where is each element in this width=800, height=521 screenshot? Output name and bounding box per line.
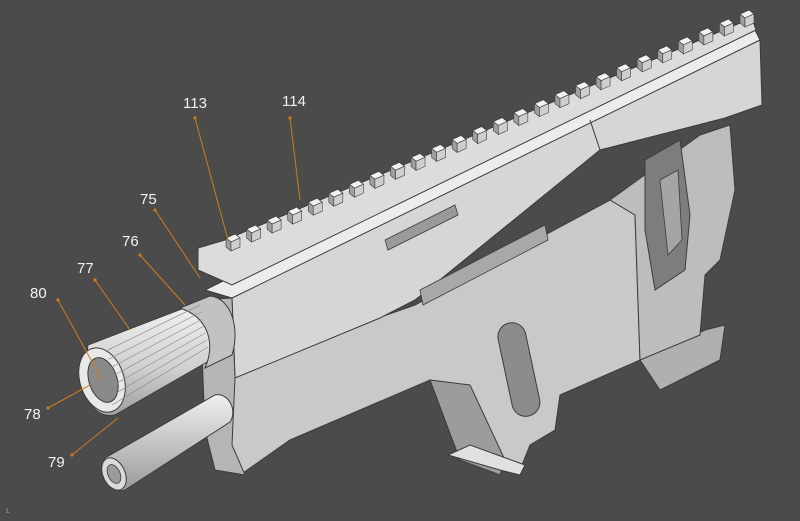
barrel-rib-line [109, 325, 205, 378]
leader-75 [154, 209, 201, 279]
callout-label-78: 78 [24, 406, 41, 423]
barrel-rib-line [107, 304, 201, 351]
rail-tooth-face [539, 103, 549, 118]
rail-tooth-face [683, 40, 693, 55]
ejection-slot [384, 204, 459, 251]
callout-label-76: 76 [122, 233, 139, 250]
leader-dot-113 [193, 116, 197, 120]
callout-label-75: 75 [140, 191, 157, 208]
leader-80 [57, 299, 103, 381]
muzzle-collar [178, 295, 236, 370]
callout-label-77: 77 [77, 260, 94, 277]
leader-dot-114 [288, 116, 292, 120]
rail-tooth-face [621, 67, 631, 82]
rail-tooth-face [703, 31, 714, 46]
callout-label-80: 80 [30, 285, 47, 302]
rear-grip-inner [659, 169, 683, 256]
barrel-rib-line [110, 332, 206, 387]
rail-base [197, 17, 757, 286]
rail-tooth-face [271, 219, 282, 234]
leader-dot-79 [70, 453, 74, 457]
rail-tooth-face [518, 112, 529, 127]
rail-tooth-face [497, 121, 508, 135]
picatinny-rail [197, 9, 757, 286]
callout-label-79: 79 [48, 454, 65, 471]
rail-teeth [225, 9, 755, 252]
rail-tooth-face [456, 138, 467, 153]
rail-tooth-face [600, 76, 611, 91]
leader-79 [71, 417, 119, 456]
trigger-slot [497, 322, 541, 417]
barrel-ribs [107, 304, 209, 406]
leader-77 [94, 279, 131, 331]
leader-dot-76 [138, 253, 142, 257]
barrel-rib-line [111, 346, 209, 406]
leader-113 [194, 117, 229, 241]
rail-tooth-face [436, 147, 446, 162]
rail-tooth-face [230, 237, 241, 252]
barrel-rib-line [111, 339, 207, 397]
rail-tooth-face [580, 85, 590, 100]
rail-tooth-face [333, 192, 344, 207]
rail-tooth-face [662, 49, 673, 64]
rail-tooth-face [292, 210, 302, 225]
rail-tooth-face [477, 130, 488, 144]
leader-dot-80 [56, 298, 60, 302]
magazine-foot [446, 444, 526, 476]
axis-gizmo-icon: ʟ [6, 505, 10, 515]
rail-tooth-face [724, 22, 734, 37]
leader-dot-78 [46, 406, 50, 410]
lower-receiver [229, 124, 736, 476]
leader-dot-75 [153, 208, 157, 212]
trigger-guard-top [639, 324, 726, 391]
callout-lines [46, 116, 301, 457]
leader-78 [47, 384, 91, 409]
lower-rod [101, 394, 234, 492]
rail-tooth-face [312, 201, 323, 216]
lower-slot [419, 224, 549, 306]
rod-end-inner [106, 464, 122, 484]
barrel-rib-line [109, 318, 203, 369]
rail-tooth-face [415, 156, 426, 171]
rail-tooth-face [395, 165, 405, 180]
rail-tooth-face [641, 58, 652, 73]
rail-tooth-face [374, 174, 385, 189]
panel-seam [589, 119, 601, 151]
leader-76 [139, 254, 186, 306]
callout-label-114: 114 [282, 93, 306, 110]
barrel-rib-line [108, 311, 202, 360]
rail-tooth-face [354, 183, 364, 198]
leader-dot-77 [93, 278, 97, 282]
rail-tooth-face [251, 228, 261, 243]
callout-label-113: 113 [183, 95, 207, 112]
rail-tooth-face [559, 94, 570, 109]
rail-tooth-face [744, 13, 755, 28]
leader-114 [289, 117, 301, 201]
